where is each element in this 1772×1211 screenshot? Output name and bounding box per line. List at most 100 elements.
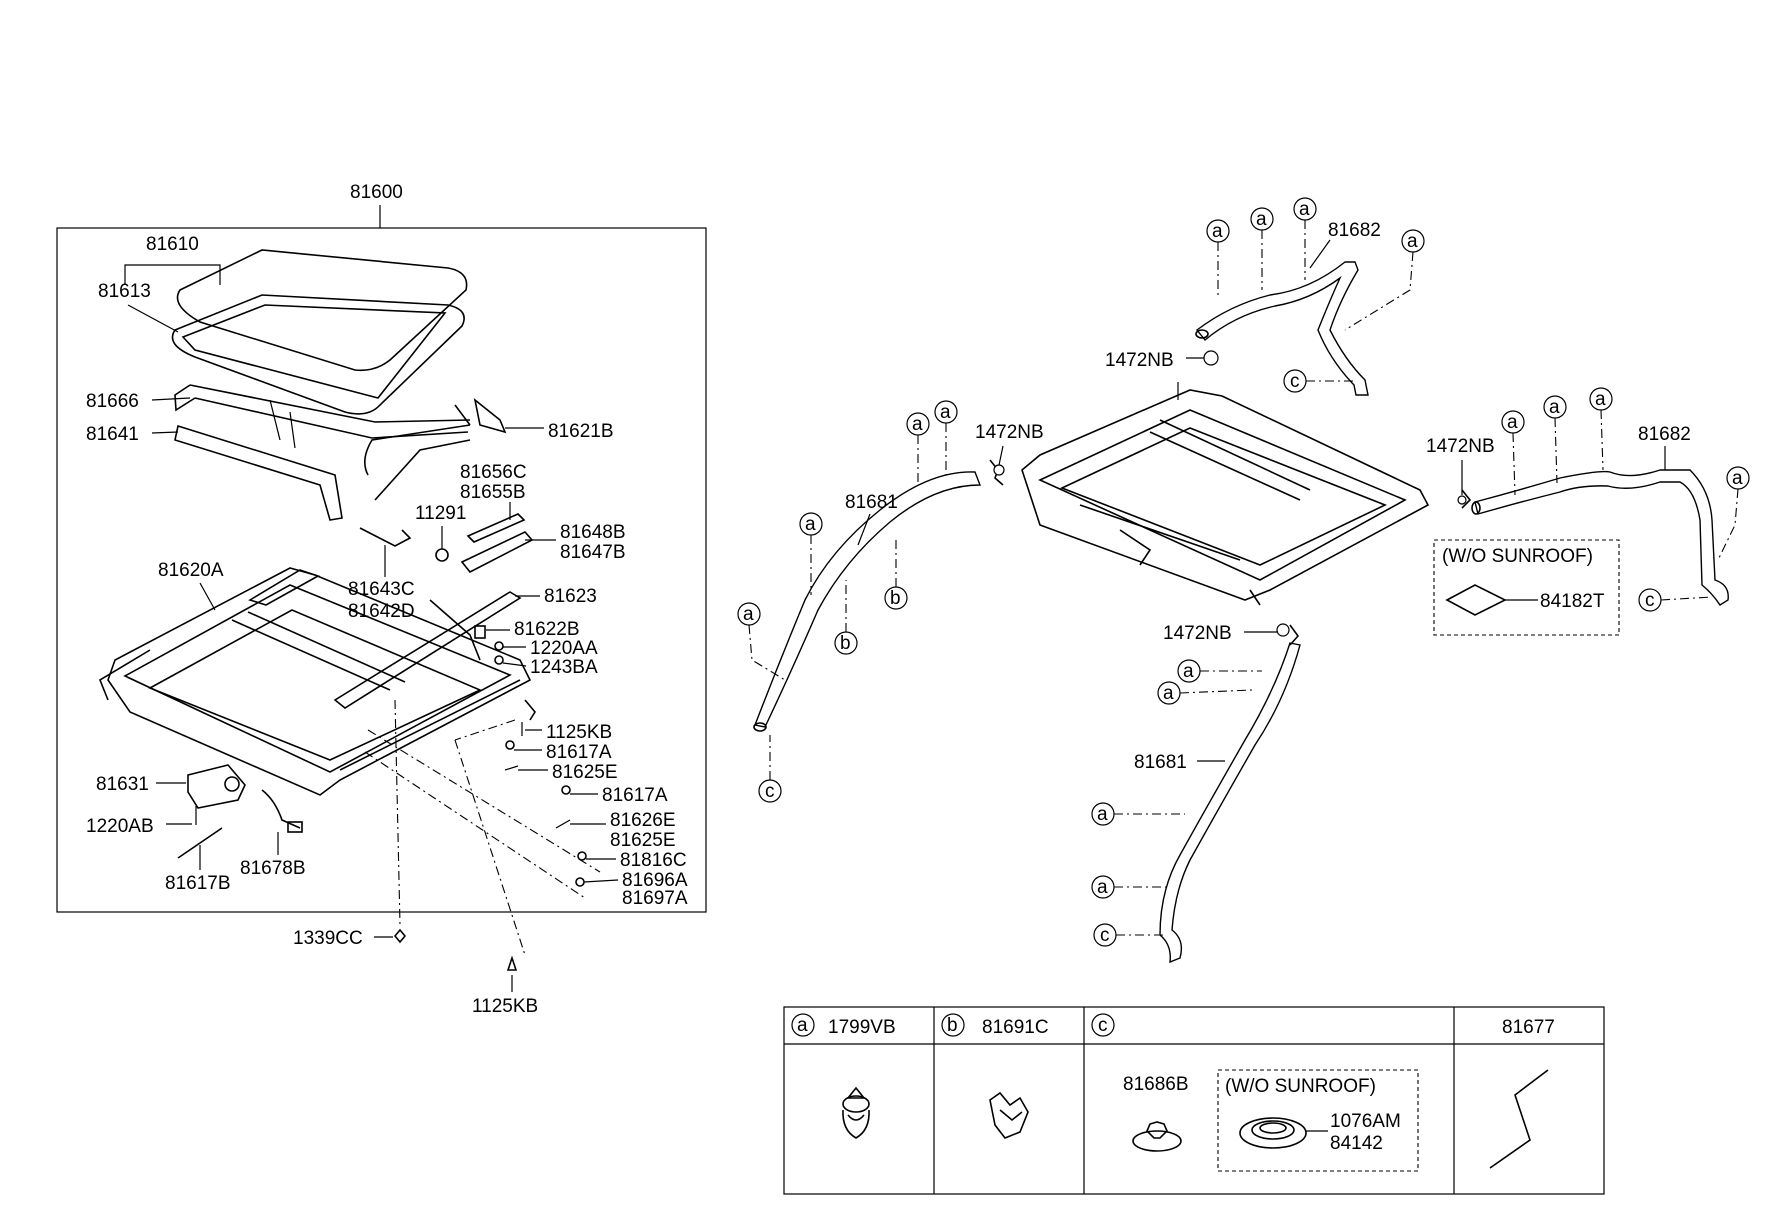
callout-a-14: a [1157, 681, 1253, 705]
legend-a-part: 1799VB [828, 1017, 896, 1038]
legend-col-b: b 81691C [941, 1013, 1049, 1139]
svg-text:a: a [1256, 209, 1267, 230]
label-81642D: 81642D [348, 601, 415, 622]
svg-text:a: a [1163, 683, 1174, 704]
sunroof-frame [99, 567, 532, 796]
label-81816C: 81816C [620, 850, 687, 871]
label-81648B: 81648B [560, 522, 626, 543]
svg-text:c: c [765, 781, 775, 802]
callout-c-group: c c c c [758, 369, 1713, 947]
callout-c-4: c [1093, 923, 1165, 947]
svg-text:b: b [947, 1015, 958, 1036]
label-1220AA: 1220AA [530, 638, 598, 659]
label-1125KB-a: 1125KB [546, 722, 612, 743]
label-81625E-b: 81625E [610, 830, 676, 851]
legend-b-part: 81691C [982, 1017, 1049, 1038]
legend-c-part-1: 81686B [1123, 1074, 1189, 1095]
callout-b-2: b [884, 540, 908, 610]
label-81617A-b: 81617A [602, 785, 668, 806]
callout-a-1: a [737, 602, 786, 681]
svg-text:c: c [1645, 590, 1655, 611]
rod-81677-icon [1489, 1069, 1549, 1169]
svg-text:c: c [1290, 371, 1300, 392]
callout-a-5: a [1206, 219, 1230, 298]
callout-a-13: a [1177, 659, 1262, 683]
weatherstrip-81641 [174, 424, 343, 521]
callout-a-6: a [1250, 207, 1274, 290]
callout-a-10: a [1543, 395, 1567, 484]
label-1472NB-2: 1472NB [1105, 350, 1174, 371]
svg-text:a: a [1595, 389, 1606, 410]
callout-a-16: a [1091, 875, 1170, 899]
legend-c-wo-box [1217, 1069, 1419, 1172]
label-81625E-a: 81625E [552, 762, 618, 783]
label-81697A: 81697A [622, 888, 688, 909]
label-81617A-a: 81617A [546, 742, 612, 763]
grommet-81686B-icon [1132, 1121, 1182, 1152]
callout-b-1: b [834, 580, 858, 655]
legend-c-part-2: 1076AM [1330, 1111, 1401, 1132]
svg-text:a: a [1507, 412, 1518, 433]
svg-text:a: a [797, 1015, 808, 1036]
label-81666: 81666 [86, 391, 139, 412]
label-81610: 81610 [146, 234, 199, 255]
callout-a-group: a a a a a a a a a a a a a a a a [737, 197, 1750, 899]
label-81620A: 81620A [158, 560, 224, 581]
svg-text:c: c [1098, 1015, 1108, 1036]
legend-c-note: (W/O SUNROOF) [1225, 1076, 1376, 1097]
label-1472NB-3: 1472NB [1426, 436, 1495, 457]
svg-text:a: a [1212, 221, 1223, 242]
rail-81623 [333, 591, 522, 709]
clip-81691C-icon [989, 1091, 1029, 1139]
assembly-number: 81600 [350, 182, 403, 203]
label-1339CC: 1339CC [293, 928, 363, 949]
label-81696A: 81696A [622, 870, 688, 891]
svg-text:a: a [743, 604, 754, 625]
label-81622B: 81622B [514, 619, 580, 640]
callout-b-group: b b [834, 540, 908, 655]
label-81641: 81641 [86, 424, 139, 445]
svg-text:b: b [890, 588, 901, 609]
label-1220AB: 1220AB [86, 816, 154, 837]
legend-c-part-3: 84142 [1330, 1133, 1383, 1154]
wo-sunroof-note-1: (W/O SUNROOF) [1442, 546, 1593, 567]
center-frame [1021, 382, 1430, 606]
legend-col-a: a 1799VB [791, 1013, 896, 1139]
label-1472NB-1: 1472NB [975, 422, 1044, 443]
label-11291: 11291 [415, 503, 466, 524]
svg-text:a: a [1549, 397, 1560, 418]
svg-text:a: a [1732, 468, 1743, 489]
callout-c-3: c [1638, 588, 1713, 612]
drain-hose-rear-right [1457, 469, 1729, 606]
callout-a-4: a [934, 400, 958, 475]
svg-text:a: a [1407, 231, 1418, 252]
assembly-frame [56, 227, 707, 913]
svg-text:a: a [940, 402, 951, 423]
callout-a-3: a [906, 412, 930, 485]
label-81647B: 81647B [560, 542, 626, 563]
label-81681-left: 81681 [845, 492, 898, 513]
svg-text:a: a [1097, 804, 1108, 825]
clip-1799VB-icon [842, 1086, 870, 1139]
label-81613: 81613 [98, 281, 151, 302]
drain-hose-front-right [1195, 261, 1369, 396]
drain-hose-rear-left [1159, 623, 1301, 964]
legend-d-part: 81677 [1502, 1017, 1555, 1038]
legend-table: a 1799VB b 81691C c 81686B [783, 1006, 1605, 1195]
label-81626E: 81626E [610, 810, 676, 831]
legend-col-c: c 81686B (W/O SUNROOF) 1076AM 84142 [1091, 1013, 1419, 1172]
label-81655B: 81655B [460, 482, 526, 503]
label-81682-right: 81682 [1638, 424, 1691, 445]
label-81623: 81623 [544, 586, 597, 607]
svg-text:a: a [1097, 877, 1108, 898]
legend-col-d: 81677 [1489, 1017, 1555, 1169]
label-1125KB-b: 1125KB [472, 996, 538, 1017]
svg-text:c: c [1100, 925, 1110, 946]
no-sunroof-box: (W/O SUNROOF) 84182T [1433, 539, 1620, 636]
label-84182T: 84182T [1540, 591, 1605, 612]
callout-c-1: c [758, 735, 782, 803]
callout-a-7: a [1293, 197, 1317, 280]
label-81617B: 81617B [165, 873, 231, 894]
callout-a-9: a [1501, 410, 1525, 496]
